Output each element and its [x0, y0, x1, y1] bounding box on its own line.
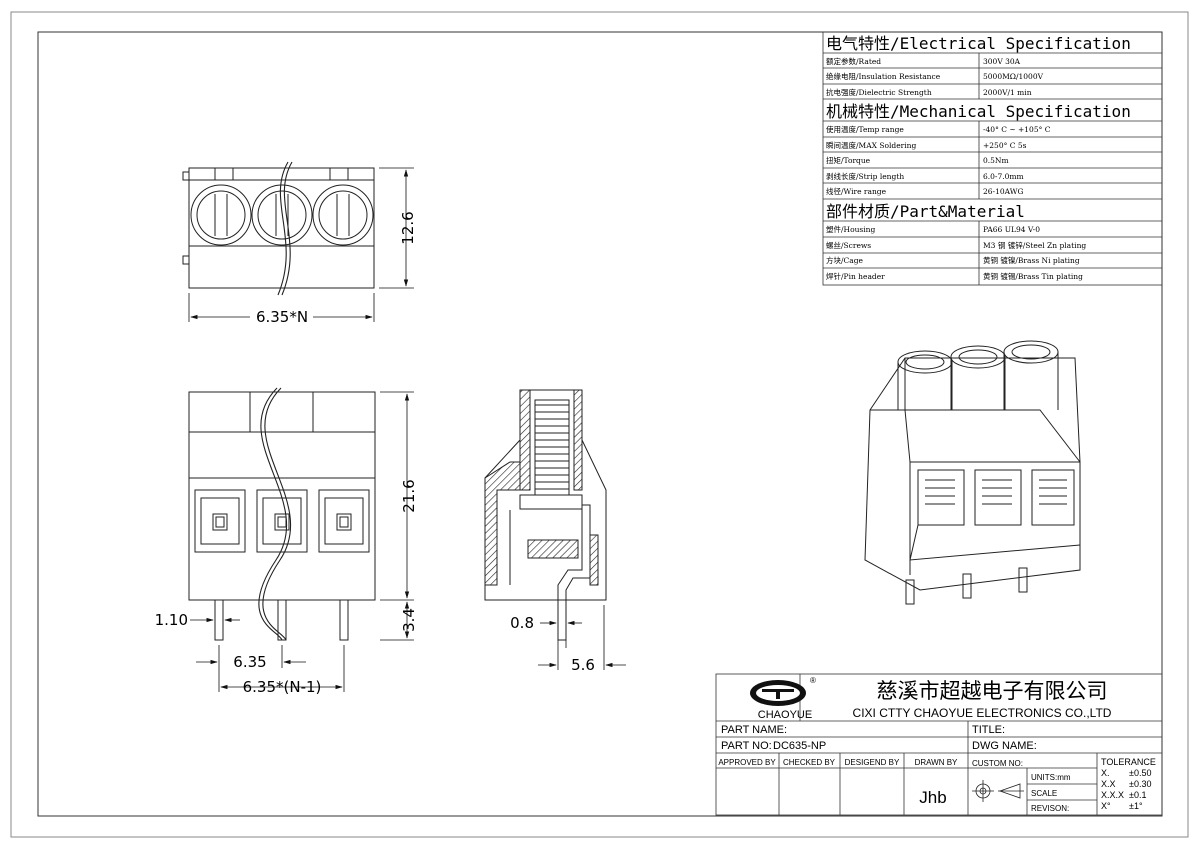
dwg-name-label: DWG NAME: — [972, 740, 1037, 752]
designed-by-label: DESIGEND BY — [845, 758, 900, 767]
title-label: TITLE: — [972, 724, 1005, 736]
registered-mark: ® — [810, 676, 816, 685]
part-no-label: PART NO: — [721, 740, 772, 752]
company-name-en: CIXI CTTY CHAOYUE ELECTRONICS CO.,LTD — [853, 706, 1112, 720]
electrical-header: 电气特性/Electrical Specification — [826, 34, 1131, 53]
screw-top — [190, 184, 252, 246]
dim-total-pitch: 6.35*(N-1) — [243, 678, 322, 696]
spec-label: 塑件/Housing — [826, 224, 875, 234]
isometric-view — [864, 340, 1081, 605]
dim-front-height: 21.6 — [400, 479, 418, 512]
mechanical-header: 机械特性/Mechanical Specification — [826, 102, 1131, 121]
projection-symbol-icon — [972, 780, 1024, 802]
spec-value: M3 钢 镀锌/Steel Zn plating — [983, 240, 1086, 250]
drawn-by-value: Jhb — [919, 788, 946, 807]
top-view-dims — [188, 167, 414, 322]
spec-label: 绝缘电阻/Insulation Resistance — [826, 71, 941, 81]
approved-by-label: APPROVED BY — [718, 758, 776, 767]
side-section-view — [484, 389, 607, 641]
tolerance-key: X° — [1101, 801, 1111, 811]
dim-pin-length: 3.4 — [400, 608, 418, 632]
front-view-dims — [190, 391, 414, 692]
spec-label: 螺丝/Screws — [826, 240, 871, 250]
spec-table — [822, 31, 1163, 286]
dim-side-offset: 5.6 — [571, 656, 595, 674]
revision-label: REVISON: — [1031, 804, 1069, 813]
tolerance-value: ±1° — [1129, 801, 1143, 811]
screw-iso — [1003, 340, 1059, 410]
tolerance-value: ±0.30 — [1129, 779, 1151, 789]
spec-label: 额定参数/Rated — [826, 56, 881, 66]
spec-label: 方块/Cage — [826, 255, 864, 265]
spec-label: 扭矩/Torque — [826, 155, 871, 165]
spec-value: PA66 UL94 V-0 — [983, 225, 1040, 234]
side-view-dims — [538, 605, 626, 670]
material-header: 部件材质/Part&Material — [826, 202, 1025, 221]
dim-side-thickness: 0.8 — [510, 614, 534, 632]
part-name-label: PART NAME: — [721, 724, 787, 736]
title-block — [715, 673, 1163, 816]
spec-label: 线径/Wire range — [826, 186, 887, 196]
spec-label: 瞬间温度/MAX Soldering — [826, 140, 916, 150]
wire-cage — [194, 489, 246, 553]
spec-value: 黄铜 镀锡/Brass Tin plating — [983, 271, 1083, 281]
outer-frame — [10, 11, 1189, 838]
spec-value: 300V 30A — [983, 57, 1021, 66]
spec-value: -40° C ~ +105° C — [983, 125, 1051, 134]
spec-label: 抗电强度/Dielectric Strength — [826, 87, 932, 97]
spec-label: 使用温度/Temp range — [826, 124, 904, 134]
dim-top-width: 6.35*N — [256, 308, 308, 326]
spec-value: 26-10AWG — [983, 187, 1023, 196]
tolerance-label: TOLERANCE — [1101, 757, 1156, 767]
tolerance-key: X.X — [1101, 779, 1116, 789]
company-logo — [750, 680, 806, 706]
screw-iso — [950, 345, 1006, 410]
spec-label: 剥线长度/Strip length — [826, 171, 904, 181]
wire-cage — [318, 489, 370, 553]
dim-pitch: 6.35 — [233, 653, 266, 671]
tolerance-key: X. — [1101, 768, 1110, 778]
scale-label: SCALE — [1031, 789, 1057, 798]
spec-value: 5000MΩ/1000V — [983, 72, 1044, 81]
checked-by-label: CHECKED BY — [783, 758, 836, 767]
part-no-value: DC635-NP — [773, 740, 826, 752]
screw-top — [312, 184, 374, 246]
logo-text: CHAOYUE — [758, 709, 812, 721]
top-view — [182, 161, 375, 296]
dim-pin-width: 1.10 — [155, 611, 188, 629]
spec-value: 0.5Nm — [983, 156, 1009, 165]
spec-label: 焊针/Pin header — [826, 271, 885, 281]
spec-value: 6.0-7.0mm — [983, 172, 1024, 181]
dim-top-height: 12.6 — [399, 211, 417, 244]
spec-value: 2000V/1 min — [983, 88, 1032, 97]
custom-no-label: CUSTOM NO: — [972, 759, 1023, 768]
screw-iso — [897, 350, 953, 410]
drawn-by-label: DRAWN BY — [915, 758, 958, 767]
tolerance-value: ±0.50 — [1129, 768, 1151, 778]
tolerance-key: X.X.X — [1101, 790, 1124, 800]
inner-frame — [37, 31, 1163, 817]
front-view — [188, 387, 376, 641]
spec-value: 黄铜 镀镍/Brass Ni plating — [983, 255, 1080, 265]
company-name-cn: 慈溪市超越电子有限公司 — [877, 679, 1108, 703]
tolerance-value: ±0.1 — [1129, 790, 1146, 800]
units-label: UNITS:mm — [1031, 773, 1071, 782]
spec-value: +250° C 5s — [983, 141, 1027, 150]
